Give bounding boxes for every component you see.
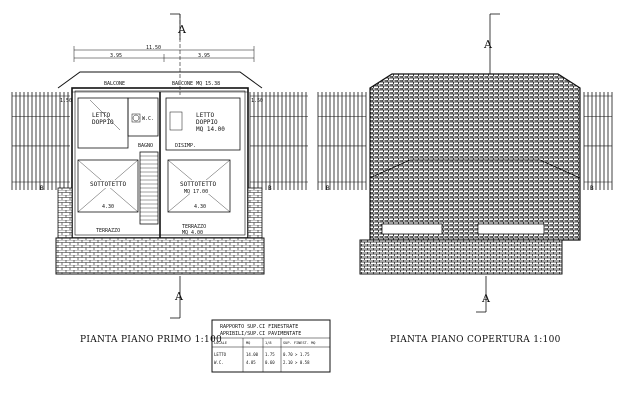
label-disimp: DISIMP. [175, 143, 196, 149]
dim-right-small: 1.50 [251, 98, 263, 104]
table-cell: 0.60 [265, 360, 275, 365]
label-terrazzo2-mq: MQ 4.00 [182, 230, 203, 236]
section-label-bottom-right: A [481, 292, 491, 305]
dim-left: 3.95 [110, 53, 122, 59]
label-wc: W.C. [142, 116, 154, 122]
label-letto2-c: MQ 14.00 [196, 126, 225, 133]
label-letto1-b: DOPPIO [92, 119, 114, 126]
table-cell: W.C. [214, 360, 224, 365]
section-label-bottom-left: A [174, 290, 184, 303]
table-cell: 14.00 [246, 352, 259, 357]
dimension-lines-top: 11.50 3.95 3.95 [73, 45, 255, 62]
table-title-1: RAPPORTO SUP.CI FINESTRATE [220, 324, 298, 330]
railing-roof-right [583, 92, 613, 190]
table-cell: 0.70 > 1.75 [283, 352, 310, 357]
label-letto1-a: LETTO [92, 112, 110, 119]
dim-right: 3.95 [198, 53, 210, 59]
railing-right [249, 92, 308, 190]
label-sottotetto2-mq: MQ 17.00 [184, 189, 208, 195]
label-balcone-right: BALCONE MQ 15.38 [172, 81, 220, 87]
ratio-table: RAPPORTO SUP.CI FINESTRATE APRIBILI/SUP.… [211, 319, 331, 373]
section-label-top-right: A [483, 38, 493, 51]
title-first-floor: PIANTA PIANO PRIMO 1:100 [80, 335, 222, 345]
label-letto2-a: LETTO [196, 112, 214, 119]
label-sottotetto2: SOTTOTETTO [180, 181, 217, 188]
railing-left [11, 92, 70, 190]
table-cell: 4.85 [246, 360, 256, 365]
section-marker-bottom-right: A [476, 276, 491, 313]
railing-roof-left [317, 92, 367, 190]
section-b-left: B [40, 185, 44, 192]
roof-plan: A B B A PIANTA PIANO COPERTURA 1:100 [317, 13, 613, 345]
table-header-cell: LOCALE [214, 341, 227, 345]
section-marker-top-left: A [170, 13, 187, 95]
label-letto2-b: DOPPIO [196, 119, 218, 126]
label-bagno: BAGNO [138, 143, 153, 149]
dim-w-right: 4.30 [194, 204, 206, 210]
section-b-right: B [268, 185, 272, 192]
table-header-cell: 1/8 [265, 341, 272, 345]
dim-total: 11.50 [146, 45, 161, 51]
dim-left-small: 1.50 [60, 98, 72, 104]
staircase [139, 151, 159, 225]
section-label-top-left: A [177, 23, 187, 36]
label-sottotetto1: SOTTOTETTO [90, 181, 127, 188]
table-cell: LETTO [214, 352, 227, 357]
roof-tiles [369, 73, 581, 241]
label-balcone-left: BALCONE [104, 81, 125, 87]
table-cell: 1.75 [265, 352, 275, 357]
table-header-cell: SUP. FINEST. MQ [283, 341, 315, 345]
table-header-cell: MQ [246, 341, 250, 345]
section-marker-top-right: A [483, 13, 500, 80]
section-marker-bottom-left: A [170, 276, 184, 319]
dim-w-left: 4.30 [102, 204, 114, 210]
section-b-roof-left: B [326, 185, 330, 192]
table-title-2: APRIBILI/SUP.CI PAVIMENTATE [220, 331, 301, 337]
section-b-roof-right: B [590, 185, 594, 192]
label-terrazzo2: TERRAZZO [182, 224, 206, 230]
first-floor-plan: A 11.50 3.95 3.95 BALCONE BALCONE MQ 15.… [11, 13, 308, 345]
title-roof: PIANTA PIANO COPERTURA 1:100 [390, 335, 561, 345]
table-cells: LOCALE MQ 1/8 SUP. FINEST. MQ LETTO 14.00 1.75… [214, 341, 315, 365]
label-terrazzo1: TERRAZZO [96, 228, 120, 234]
table-cell: 2.10 > 0.58 [283, 360, 310, 365]
